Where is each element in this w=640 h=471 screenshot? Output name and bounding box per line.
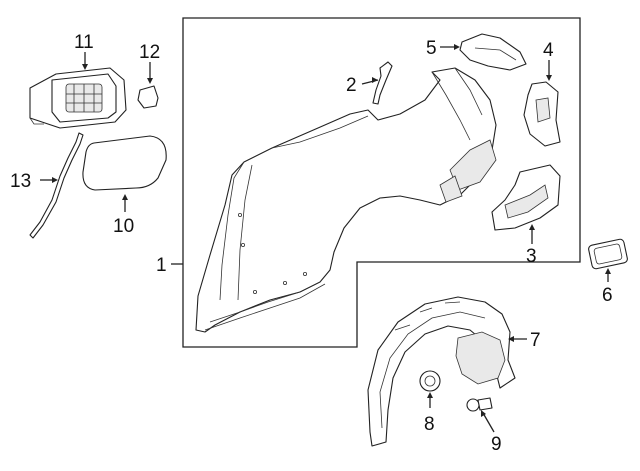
callout-13: 13 <box>10 171 31 192</box>
clip-part-9 <box>466 397 493 412</box>
callout-6: 6 <box>602 285 613 306</box>
callout-7: 7 <box>530 330 541 351</box>
wheel-liner-part-7 <box>367 296 516 447</box>
callout-1: 1 <box>156 255 167 276</box>
callout-4: 4 <box>543 40 554 61</box>
emblem-part-6 <box>588 238 628 270</box>
fuel-door-part-10 <box>82 135 167 191</box>
callout-10: 10 <box>113 216 134 237</box>
callout-11: 11 <box>74 32 94 53</box>
callout-8: 8 <box>424 414 435 435</box>
extension-part-3 <box>491 164 561 231</box>
actuator-part-12 <box>137 85 159 109</box>
callout-5: 5 <box>426 38 437 59</box>
callout-3: 3 <box>526 246 537 267</box>
assembly-frame <box>182 17 581 348</box>
bracket-part-2 <box>372 61 393 105</box>
quarter-panel <box>195 67 497 333</box>
nut-part-8 <box>419 370 441 392</box>
callout-9: 9 <box>491 434 502 455</box>
fuel-door-housing-part-11 <box>29 67 127 129</box>
callout-2: 2 <box>346 75 357 96</box>
callout-12: 12 <box>139 42 160 63</box>
reinforcement-part-5 <box>459 33 527 71</box>
cable-part-13 <box>29 132 84 239</box>
bracket-part-4 <box>523 81 561 147</box>
leader-lines <box>40 44 611 433</box>
